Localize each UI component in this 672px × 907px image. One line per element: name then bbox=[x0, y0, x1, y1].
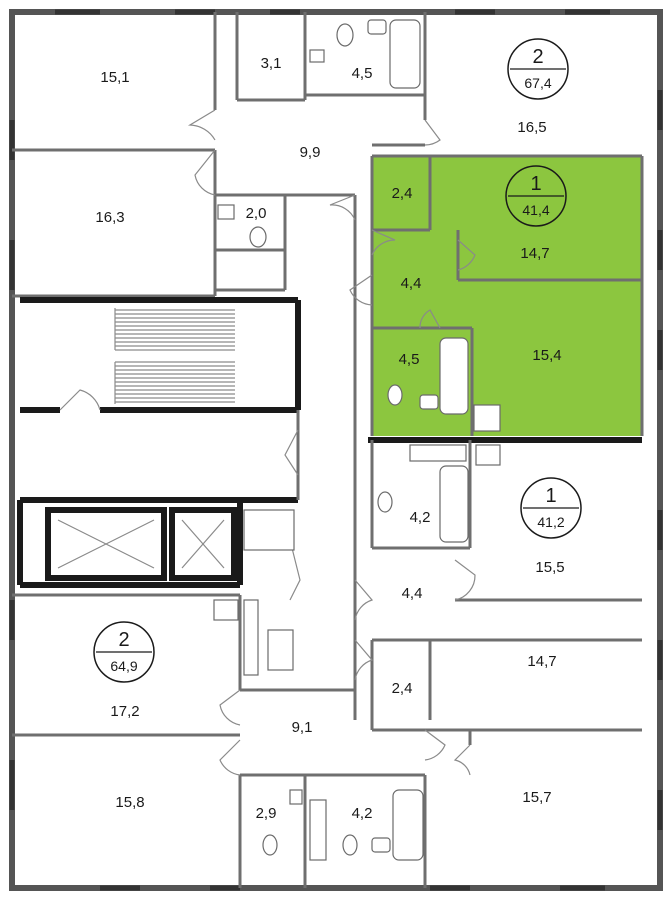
room-area-label: 4,5 bbox=[399, 351, 420, 368]
room-area-label: 4,2 bbox=[352, 805, 373, 822]
apartment-area: 41,4 bbox=[522, 202, 549, 218]
apartment-badge[interactable]: 1 41,4 bbox=[505, 165, 567, 227]
room-area-label: 15,1 bbox=[100, 69, 129, 86]
room-area-label: 15,5 bbox=[535, 559, 564, 576]
room-area-label: 4,2 bbox=[410, 509, 431, 526]
room-area-label: 4,4 bbox=[401, 275, 422, 292]
apartment-badge[interactable]: 1 41,2 bbox=[520, 477, 582, 539]
apartment-rooms: 1 bbox=[530, 173, 541, 195]
interior-walls bbox=[12, 12, 644, 888]
apartment-area: 64,9 bbox=[110, 658, 137, 674]
building-outline bbox=[9, 9, 663, 891]
room-labels: 15,1 3,1 4,5 16,5 9,9 16,3 2,0 2,4 14,7 … bbox=[95, 55, 564, 822]
apartment-badge[interactable]: 2 67,4 bbox=[507, 38, 569, 100]
apartment-rooms: 2 bbox=[118, 629, 129, 651]
highlighted-apartment[interactable] bbox=[372, 156, 642, 436]
room-area-label: 16,3 bbox=[95, 209, 124, 226]
room-area-label: 2,0 bbox=[246, 205, 267, 222]
room-area-label: 17,2 bbox=[110, 703, 139, 720]
room-area-label: 4,4 bbox=[402, 585, 423, 602]
room-area-label: 4,5 bbox=[352, 65, 373, 82]
room-area-label: 2,4 bbox=[392, 185, 413, 202]
room-area-label: 15,4 bbox=[532, 347, 561, 364]
room-area-label: 15,8 bbox=[115, 794, 144, 811]
apartment-badge[interactable]: 2 64,9 bbox=[93, 621, 155, 683]
apartment-area: 67,4 bbox=[524, 75, 551, 91]
room-area-label: 2,9 bbox=[256, 805, 277, 822]
room-area-label: 16,5 bbox=[517, 119, 546, 136]
room-area-label: 9,1 bbox=[292, 719, 313, 736]
apartment-area: 41,2 bbox=[537, 514, 564, 530]
room-area-label: 14,7 bbox=[527, 653, 556, 670]
room-area-label: 3,1 bbox=[261, 55, 282, 72]
room-area-label: 2,4 bbox=[392, 680, 413, 697]
fixtures bbox=[213, 19, 501, 861]
room-area-label: 15,7 bbox=[522, 789, 551, 806]
room-area-label: 9,9 bbox=[300, 144, 321, 161]
windows bbox=[9, 9, 663, 891]
apartment-rooms: 2 bbox=[532, 46, 543, 68]
apartment-rooms: 1 bbox=[545, 485, 556, 507]
room-area-label: 14,7 bbox=[520, 245, 549, 262]
